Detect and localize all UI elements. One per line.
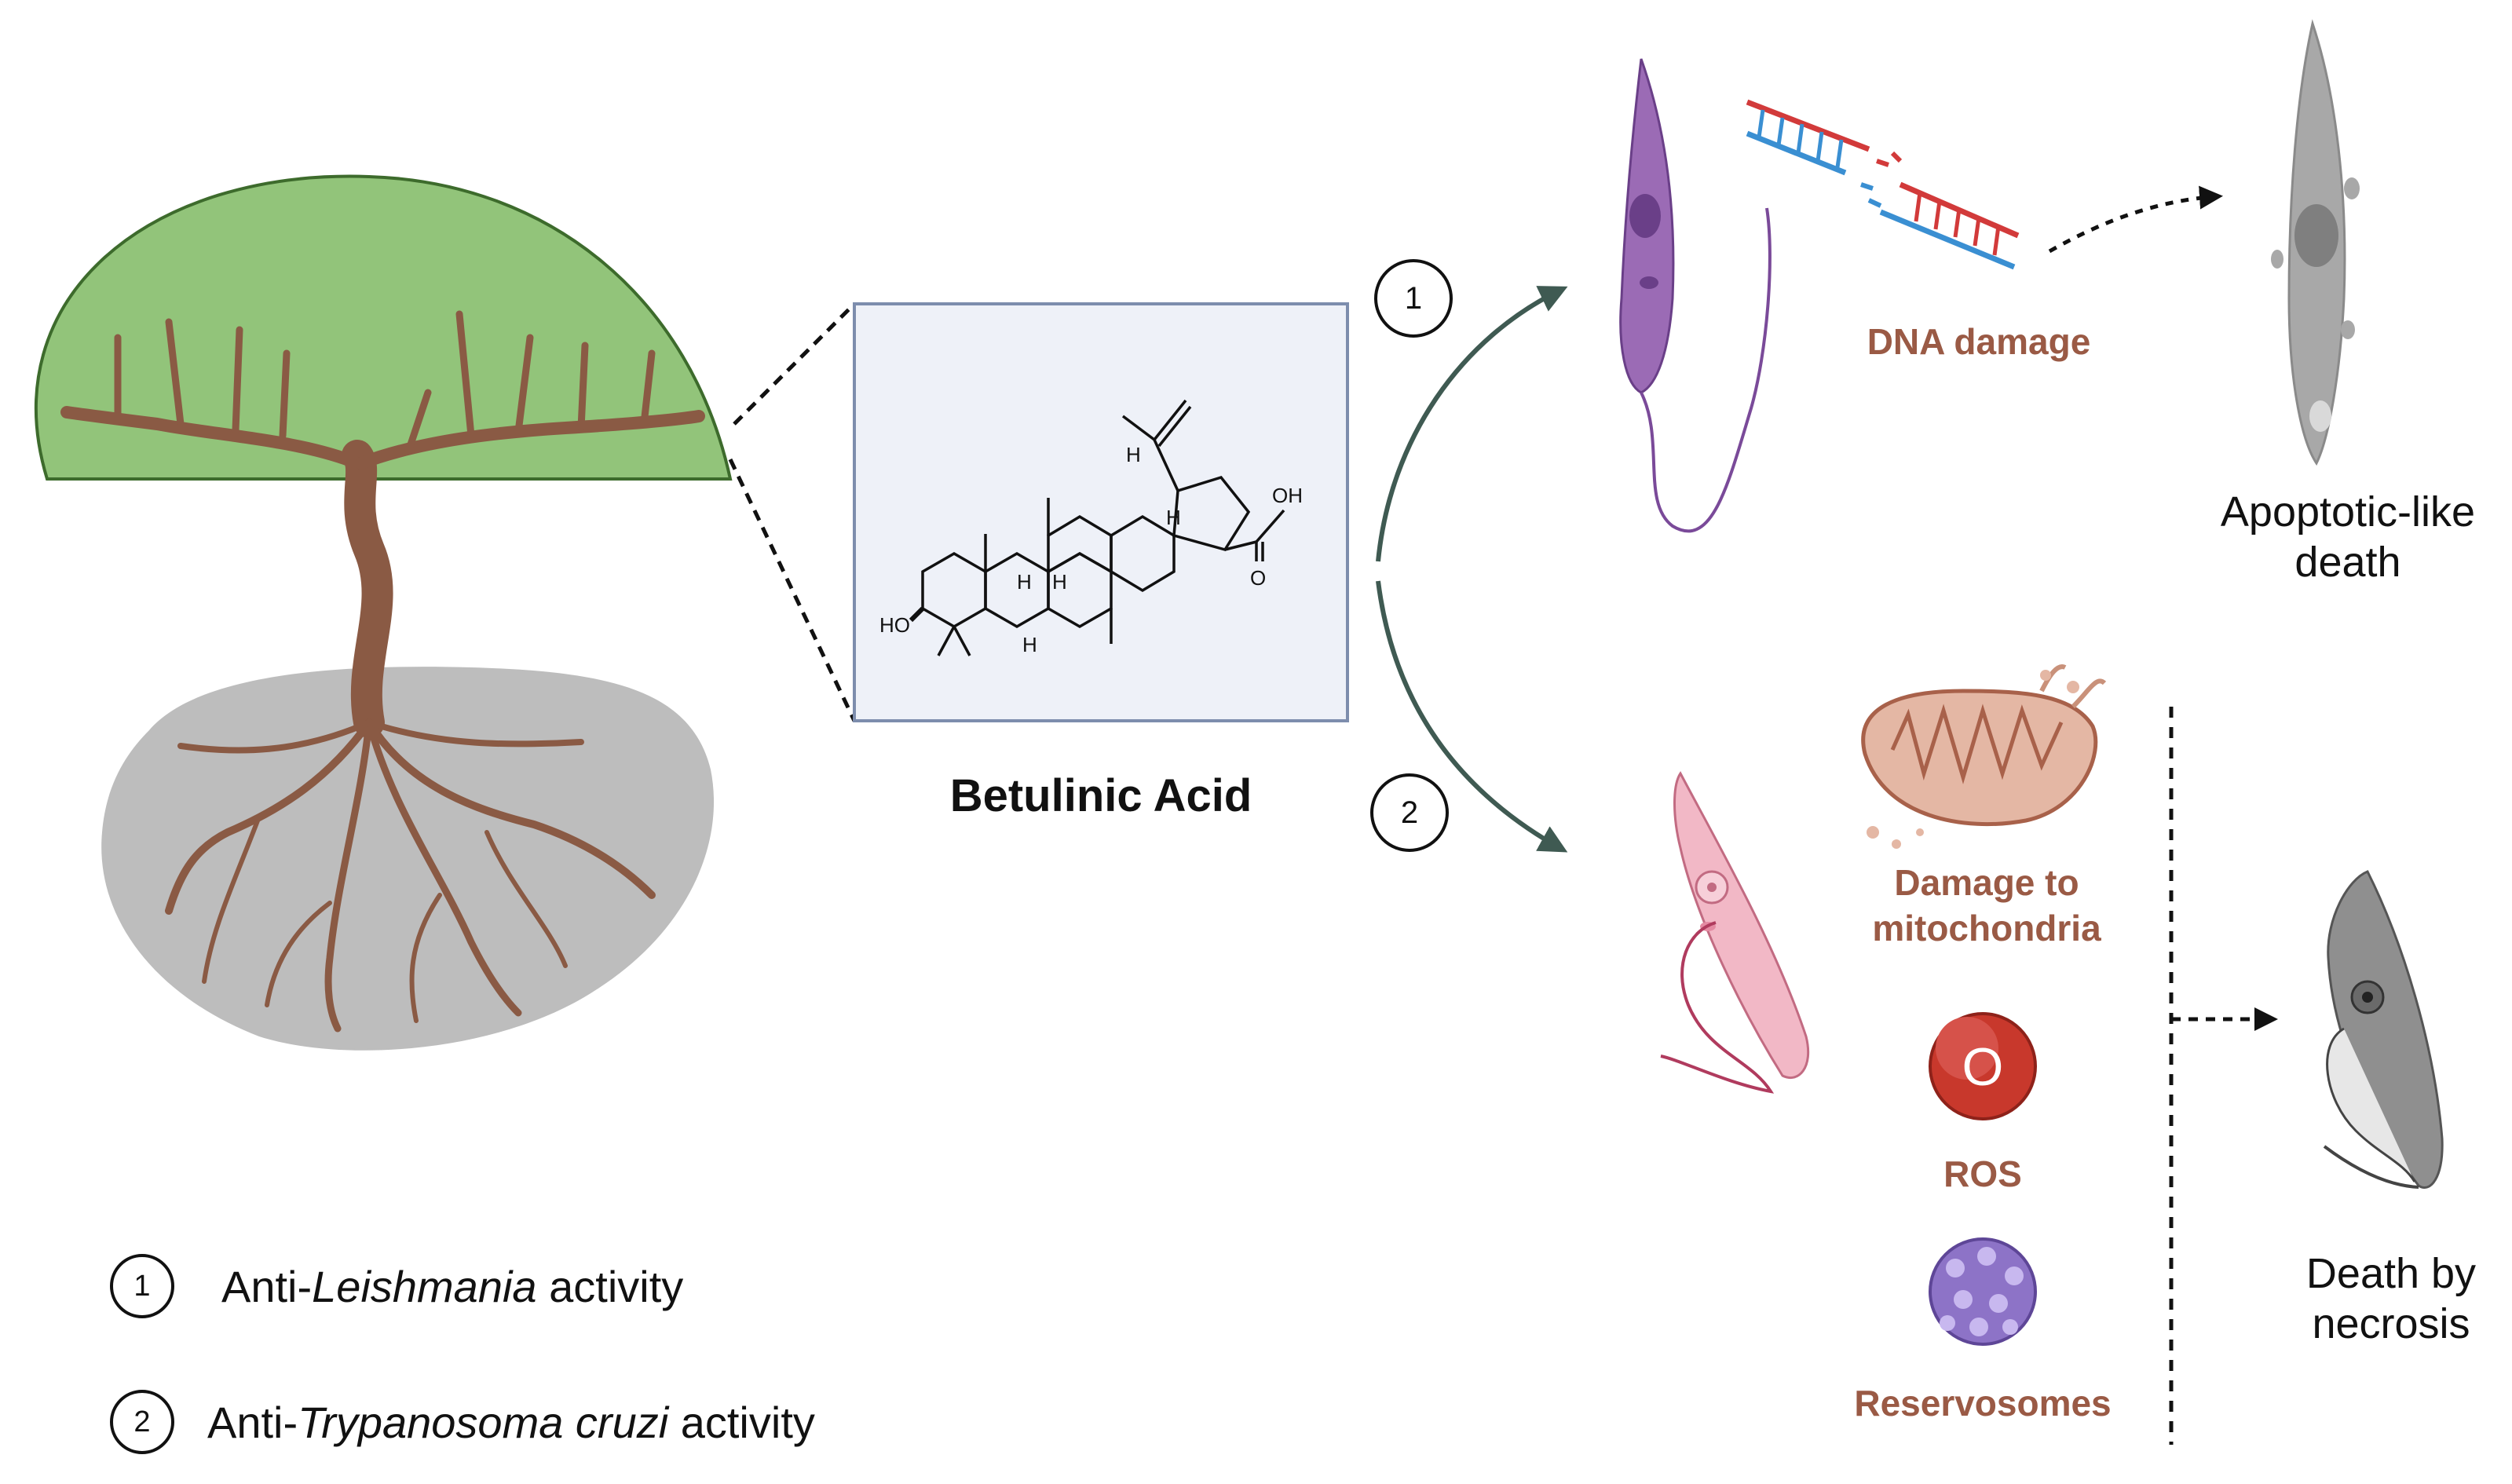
- ros-symbol: O: [1962, 1037, 2004, 1097]
- effect-dna-damage: DNA damage: [1867, 321, 2091, 362]
- pathway-2-marker: 2: [1370, 773, 1449, 852]
- tree-trunk-branches: [60, 310, 705, 1033]
- atom-h-5: H: [1022, 633, 1037, 656]
- compound-name: Betulinic Acid: [949, 770, 1252, 821]
- apoptotic-cell: [2271, 19, 2360, 466]
- outcome-necrosis: Death by necrosis: [2269, 1248, 2512, 1349]
- ros-illustration: [1929, 1012, 2037, 1120]
- legend-prefix-1: Anti-: [221, 1261, 313, 1311]
- legend-prefix-2: Anti-: [207, 1397, 298, 1447]
- outcome-necrosis-line2: necrosis: [2312, 1300, 2470, 1347]
- leishmania-parasite: [1619, 58, 1772, 533]
- legend-italic-1: Leishmania: [312, 1261, 537, 1311]
- atom-o: O: [1250, 566, 1266, 590]
- dna-damage-illustration: [1746, 99, 2020, 270]
- atom-h-2: H: [1166, 506, 1181, 529]
- atom-oh: OH: [1272, 484, 1303, 507]
- mitochondria-illustration: [1861, 664, 2107, 849]
- atom-h-4: H: [1017, 570, 1032, 594]
- trypanosoma-parasite: [1660, 771, 1810, 1094]
- pathway-arrow-1: [1376, 286, 1568, 562]
- effect-ros: ROS: [1943, 1153, 2022, 1194]
- outcome-apoptotic: Apoptotic-like death: [2183, 487, 2512, 587]
- legend-marker-2: 2: [110, 1390, 174, 1454]
- legend-label-1: Anti-Leishmania activity: [221, 1261, 683, 1312]
- legend-italic-2: Trypanosoma cruzi: [298, 1397, 669, 1447]
- zoom-line-top: [733, 302, 856, 426]
- atom-h-1: H: [1126, 443, 1141, 466]
- outcome-apoptotic-line2: death: [2294, 539, 2401, 586]
- tree-canopy: [34, 174, 733, 481]
- outcome-apoptotic-line1: Apoptotic-like: [2220, 488, 2476, 535]
- structure-box: [853, 302, 1349, 722]
- atom-h-3: H: [1052, 570, 1067, 594]
- betulinic-acid-structure: [909, 399, 1285, 656]
- zoom-line-bottom: [728, 458, 857, 722]
- necrotic-cell: [2323, 870, 2444, 1189]
- pathway-arrow-2: [1376, 580, 1568, 853]
- legend-item-2: 2 Anti-Trypanosoma cruzi activity: [110, 1390, 815, 1454]
- pathway-1-marker: 1: [1374, 259, 1453, 338]
- effect-mitochondria: Damage to mitochondria: [1775, 860, 2199, 951]
- tree-illustration: [34, 174, 733, 1051]
- effect-mitochondria-line2: mitochondria: [1872, 908, 2101, 949]
- structure-atom-labels: H H H H H OH O HO: [879, 443, 1303, 656]
- reservosomes-illustration: [1929, 1237, 2037, 1346]
- legend-label-2: Anti-Trypanosoma cruzi activity: [207, 1397, 815, 1448]
- legend-marker-1: 1: [110, 1254, 174, 1318]
- effect-reservosomes: Reservosomes: [1854, 1383, 2112, 1424]
- effect-mitochondria-line1: Damage to: [1894, 862, 2079, 903]
- atom-ho: HO: [879, 613, 910, 637]
- legend-item-1: 1 Anti-Leishmania activity: [110, 1254, 683, 1318]
- legend-suffix-2: activity: [668, 1397, 815, 1447]
- outcome-necrosis-line1: Death by: [2305, 1250, 2477, 1297]
- arrow-to-apoptosis: [2048, 185, 2223, 254]
- legend-suffix-1: activity: [536, 1261, 684, 1311]
